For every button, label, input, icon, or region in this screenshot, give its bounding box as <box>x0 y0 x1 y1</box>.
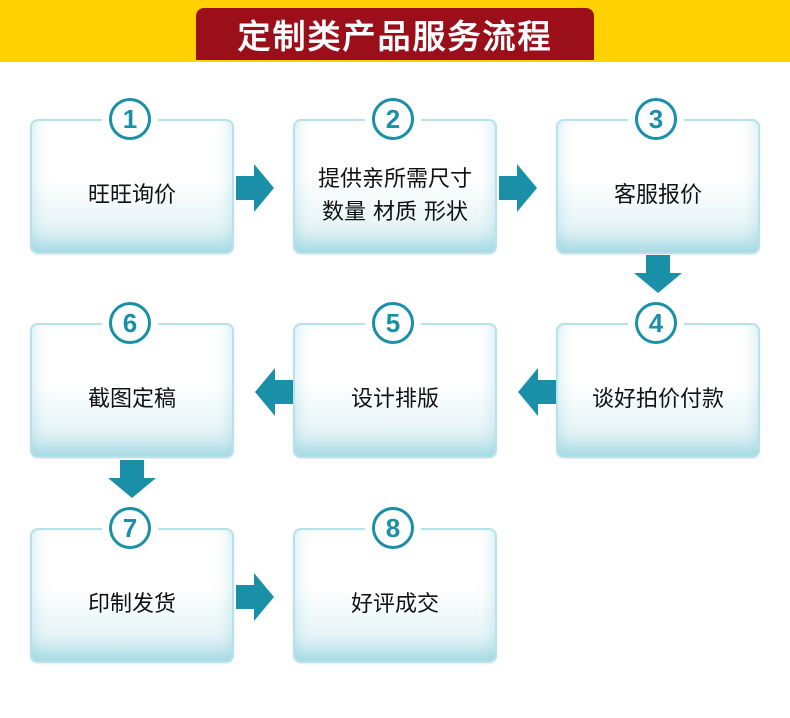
step-number-8: 8 <box>372 507 414 549</box>
step-box-8: 8 好评成交 <box>293 506 497 663</box>
step-label-7: 印制发货 <box>87 592 176 617</box>
step-label-1: 旺旺询价 <box>87 183 176 208</box>
step-label-6: 截图定稿 <box>87 387 176 412</box>
step-label-4: 谈好拍价付款 <box>591 387 724 412</box>
arrow-left-icon <box>518 368 556 416</box>
step-number-5: 5 <box>372 302 414 344</box>
page-title: 定制类产品服务流程 <box>196 8 594 60</box>
step-number-6: 6 <box>109 302 151 344</box>
arrow-right-icon <box>236 573 274 621</box>
arrow-left-icon <box>255 368 293 416</box>
step-label-2-line2: 数量 材质 形状 <box>322 199 468 225</box>
step-box-5: 5 设计排版 <box>293 301 497 458</box>
arrow-right-icon <box>236 164 274 212</box>
step-box-7: 7 印制发货 <box>30 506 234 663</box>
step-number-7: 7 <box>109 507 151 549</box>
step-number-4: 4 <box>635 302 677 344</box>
step-number-3: 3 <box>635 98 677 140</box>
step-label-8: 好评成交 <box>350 592 439 617</box>
step-box-1: 1 旺旺询价 <box>30 97 234 254</box>
step-box-2: 2 提供亲所需尺寸 数量 材质 形状 <box>293 97 497 254</box>
arrow-down-icon <box>108 460 156 498</box>
step-label-5: 设计排版 <box>350 387 439 412</box>
step-box-4: 4 谈好拍价付款 <box>556 301 760 458</box>
step-number-1: 1 <box>109 98 151 140</box>
step-box-3: 3 客服报价 <box>556 97 760 254</box>
arrow-right-icon <box>499 164 537 212</box>
step-box-6: 6 截图定稿 <box>30 301 234 458</box>
step-label-2-line1: 提供亲所需尺寸 <box>317 166 472 192</box>
arrow-down-icon <box>634 255 682 293</box>
step-label-3: 客服报价 <box>613 183 702 208</box>
step-number-2: 2 <box>372 98 414 140</box>
